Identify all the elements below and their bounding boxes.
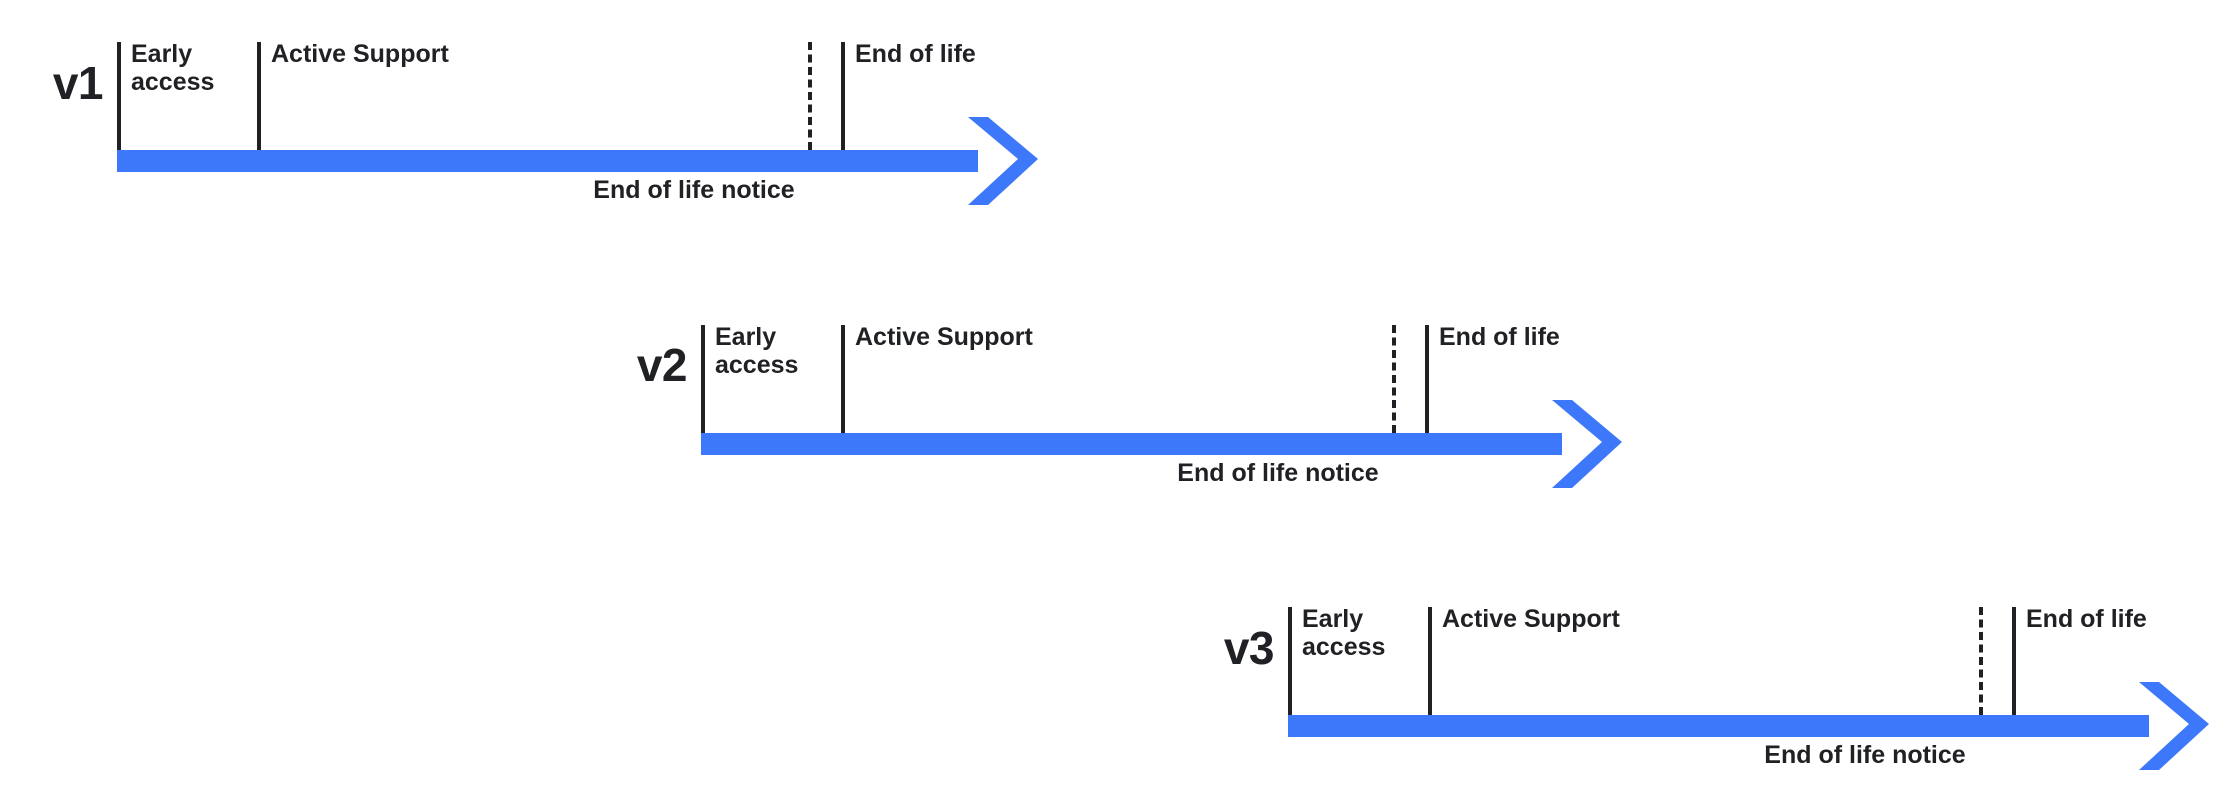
phase-label-v2-active-support: Active Support (855, 323, 1033, 351)
phase-label-v1-end-of-life: End of life (855, 40, 976, 68)
phase-divider-v3-3 (2012, 607, 2016, 715)
eol-notice-divider-v3 (1979, 607, 1983, 715)
version-label-v2: v2 (636, 339, 688, 391)
phase-label-v3-end-of-life: End of life (2026, 605, 2147, 633)
phase-divider-v1-3 (841, 42, 845, 150)
timeline-arrow-shaft-v2 (701, 433, 1562, 455)
phase-label-v3-active-support: Active Support (1442, 605, 1620, 633)
phase-divider-v2-3 (1425, 325, 1429, 433)
eol-notice-label-v2: End of life notice (1177, 459, 1379, 487)
version-label-v1: v1 (52, 57, 104, 109)
timeline-arrow-shaft-v1 (117, 150, 978, 172)
timeline-arrow-head-v3 (2133, 678, 2228, 774)
phase-divider-v1-1 (117, 42, 121, 150)
phase-divider-v3-2 (1428, 607, 1432, 715)
phase-divider-v1-2 (257, 42, 261, 150)
version-label-v3: v3 (1223, 622, 1275, 674)
timeline-arrow-head-v1 (962, 113, 1058, 209)
phase-label-v1-active-support: Active Support (271, 40, 449, 68)
phase-label-v2-early-access: Early access (715, 323, 799, 379)
phase-divider-v3-1 (1288, 607, 1292, 715)
eol-notice-label-v1: End of life notice (593, 176, 795, 204)
phase-label-v3-early-access: Early access (1302, 605, 1386, 661)
timeline-arrow-head-v2 (1546, 396, 1642, 492)
phase-divider-v2-1 (701, 325, 705, 433)
phase-label-v1-early-access: Early access (131, 40, 215, 96)
phase-divider-v2-2 (841, 325, 845, 433)
phase-label-v2-end-of-life: End of life (1439, 323, 1560, 351)
eol-notice-divider-v2 (1392, 325, 1396, 433)
timeline-arrow-shaft-v3 (1288, 715, 2149, 737)
eol-notice-divider-v1 (808, 42, 812, 150)
eol-notice-label-v3: End of life notice (1764, 741, 1966, 769)
